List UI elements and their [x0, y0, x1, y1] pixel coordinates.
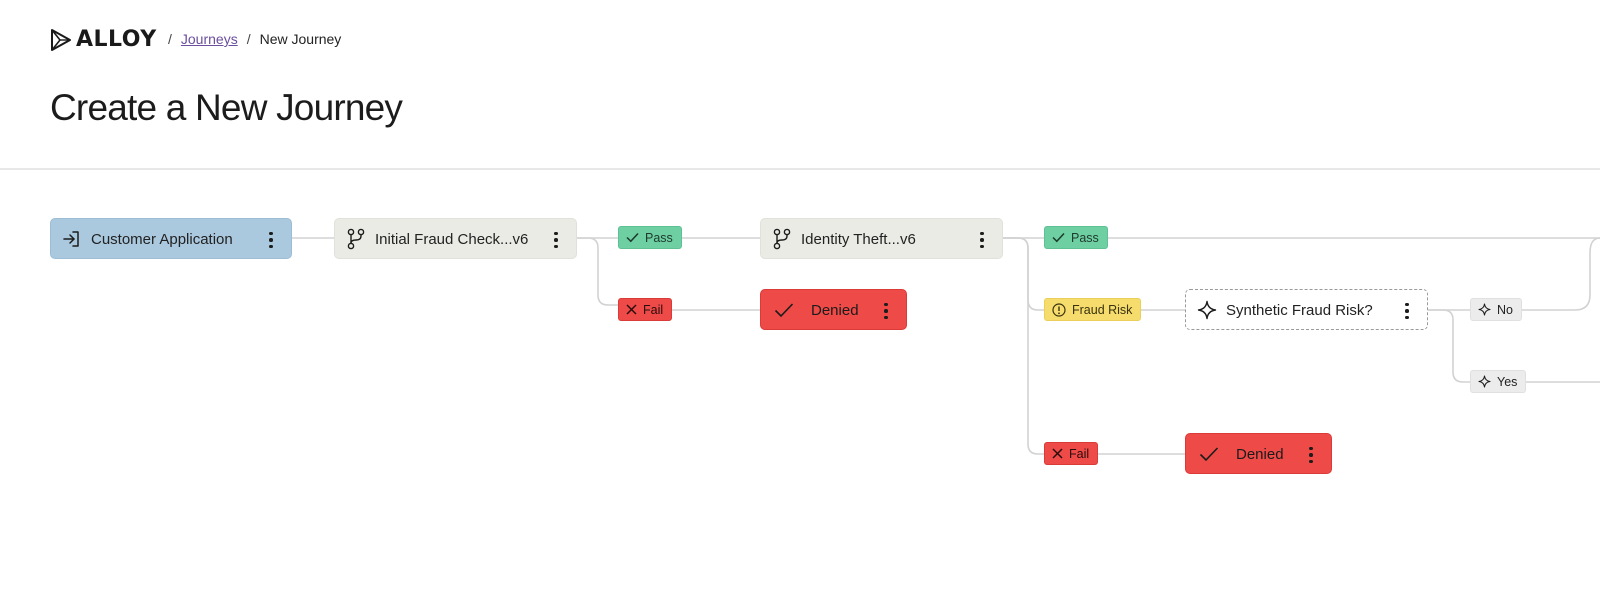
close-icon	[626, 304, 637, 315]
edge-label: Fail	[643, 302, 664, 317]
edge-label: Pass	[645, 230, 673, 245]
sparkle-icon	[1478, 303, 1491, 316]
more-options-icon[interactable]	[974, 229, 990, 251]
sparkle-icon	[1196, 299, 1218, 321]
check-icon	[773, 299, 795, 321]
check-icon	[626, 232, 639, 243]
edge-label: Yes	[1497, 374, 1518, 389]
node-synthetic-fraud-risk[interactable]: Synthetic Fraud Risk?	[1185, 289, 1428, 330]
node-identity-theft[interactable]: Identity Theft...v6	[760, 218, 1003, 259]
edge-fail[interactable]: Fail	[1044, 442, 1099, 465]
edge-pass[interactable]: Pass	[1044, 226, 1108, 249]
breadcrumb-journeys-link[interactable]: Journeys	[180, 31, 238, 47]
edge-label: Fail	[1069, 446, 1090, 461]
node-label: Initial Fraud Check...v6	[375, 231, 529, 248]
breadcrumb-current: New Journey	[259, 31, 342, 47]
node-denied[interactable]: Denied	[1185, 433, 1332, 474]
more-options-icon[interactable]	[1303, 444, 1319, 466]
edge-pass[interactable]: Pass	[618, 226, 682, 249]
edge-fraud-risk[interactable]: Fraud Risk	[1044, 298, 1142, 321]
journey-canvas[interactable]: Customer Application Initial Fraud Check…	[0, 172, 1600, 613]
alloy-logo[interactable]: ALLOY	[50, 27, 157, 52]
page-title: Create a New Journey	[50, 87, 403, 128]
breadcrumb-separator: /	[246, 31, 251, 47]
edge-label: Fraud Risk	[1072, 302, 1133, 317]
node-label: Synthetic Fraud Risk?	[1226, 302, 1373, 319]
edge-no[interactable]: No	[1470, 298, 1522, 321]
more-options-icon[interactable]	[548, 229, 564, 251]
more-options-icon[interactable]	[1399, 300, 1415, 322]
breadcrumb-separator: /	[168, 31, 172, 47]
node-label: Denied	[811, 302, 859, 319]
edge-fail[interactable]: Fail	[618, 298, 673, 321]
close-icon	[1052, 448, 1063, 459]
node-label: Identity Theft...v6	[801, 231, 916, 248]
branch-icon	[345, 228, 367, 250]
alloy-logo-icon	[51, 28, 71, 51]
more-options-icon[interactable]	[878, 300, 894, 322]
edge-yes[interactable]: Yes	[1470, 370, 1527, 393]
node-denied[interactable]: Denied	[760, 289, 907, 330]
node-label: Denied	[1236, 446, 1284, 463]
branch-icon	[771, 228, 793, 250]
flow-connectors	[292, 237, 1600, 455]
page-header: ALLOY / Journeys / New Journey Create a …	[0, 0, 1600, 170]
breadcrumb: / Journeys / New Journey	[168, 31, 341, 47]
edge-label: Pass	[1071, 230, 1099, 245]
sign-in-icon	[61, 228, 83, 250]
node-customer-application[interactable]: Customer Application	[50, 218, 292, 259]
warning-icon	[1052, 302, 1066, 317]
edge-label: No	[1497, 302, 1513, 317]
check-icon	[1052, 232, 1065, 243]
node-label: Customer Application	[91, 231, 233, 248]
sparkle-icon	[1478, 375, 1491, 388]
more-options-icon[interactable]	[263, 229, 279, 251]
node-initial-fraud-check[interactable]: Initial Fraud Check...v6	[334, 218, 577, 259]
check-icon	[1198, 443, 1220, 465]
brand-name: ALLOY	[76, 27, 157, 52]
